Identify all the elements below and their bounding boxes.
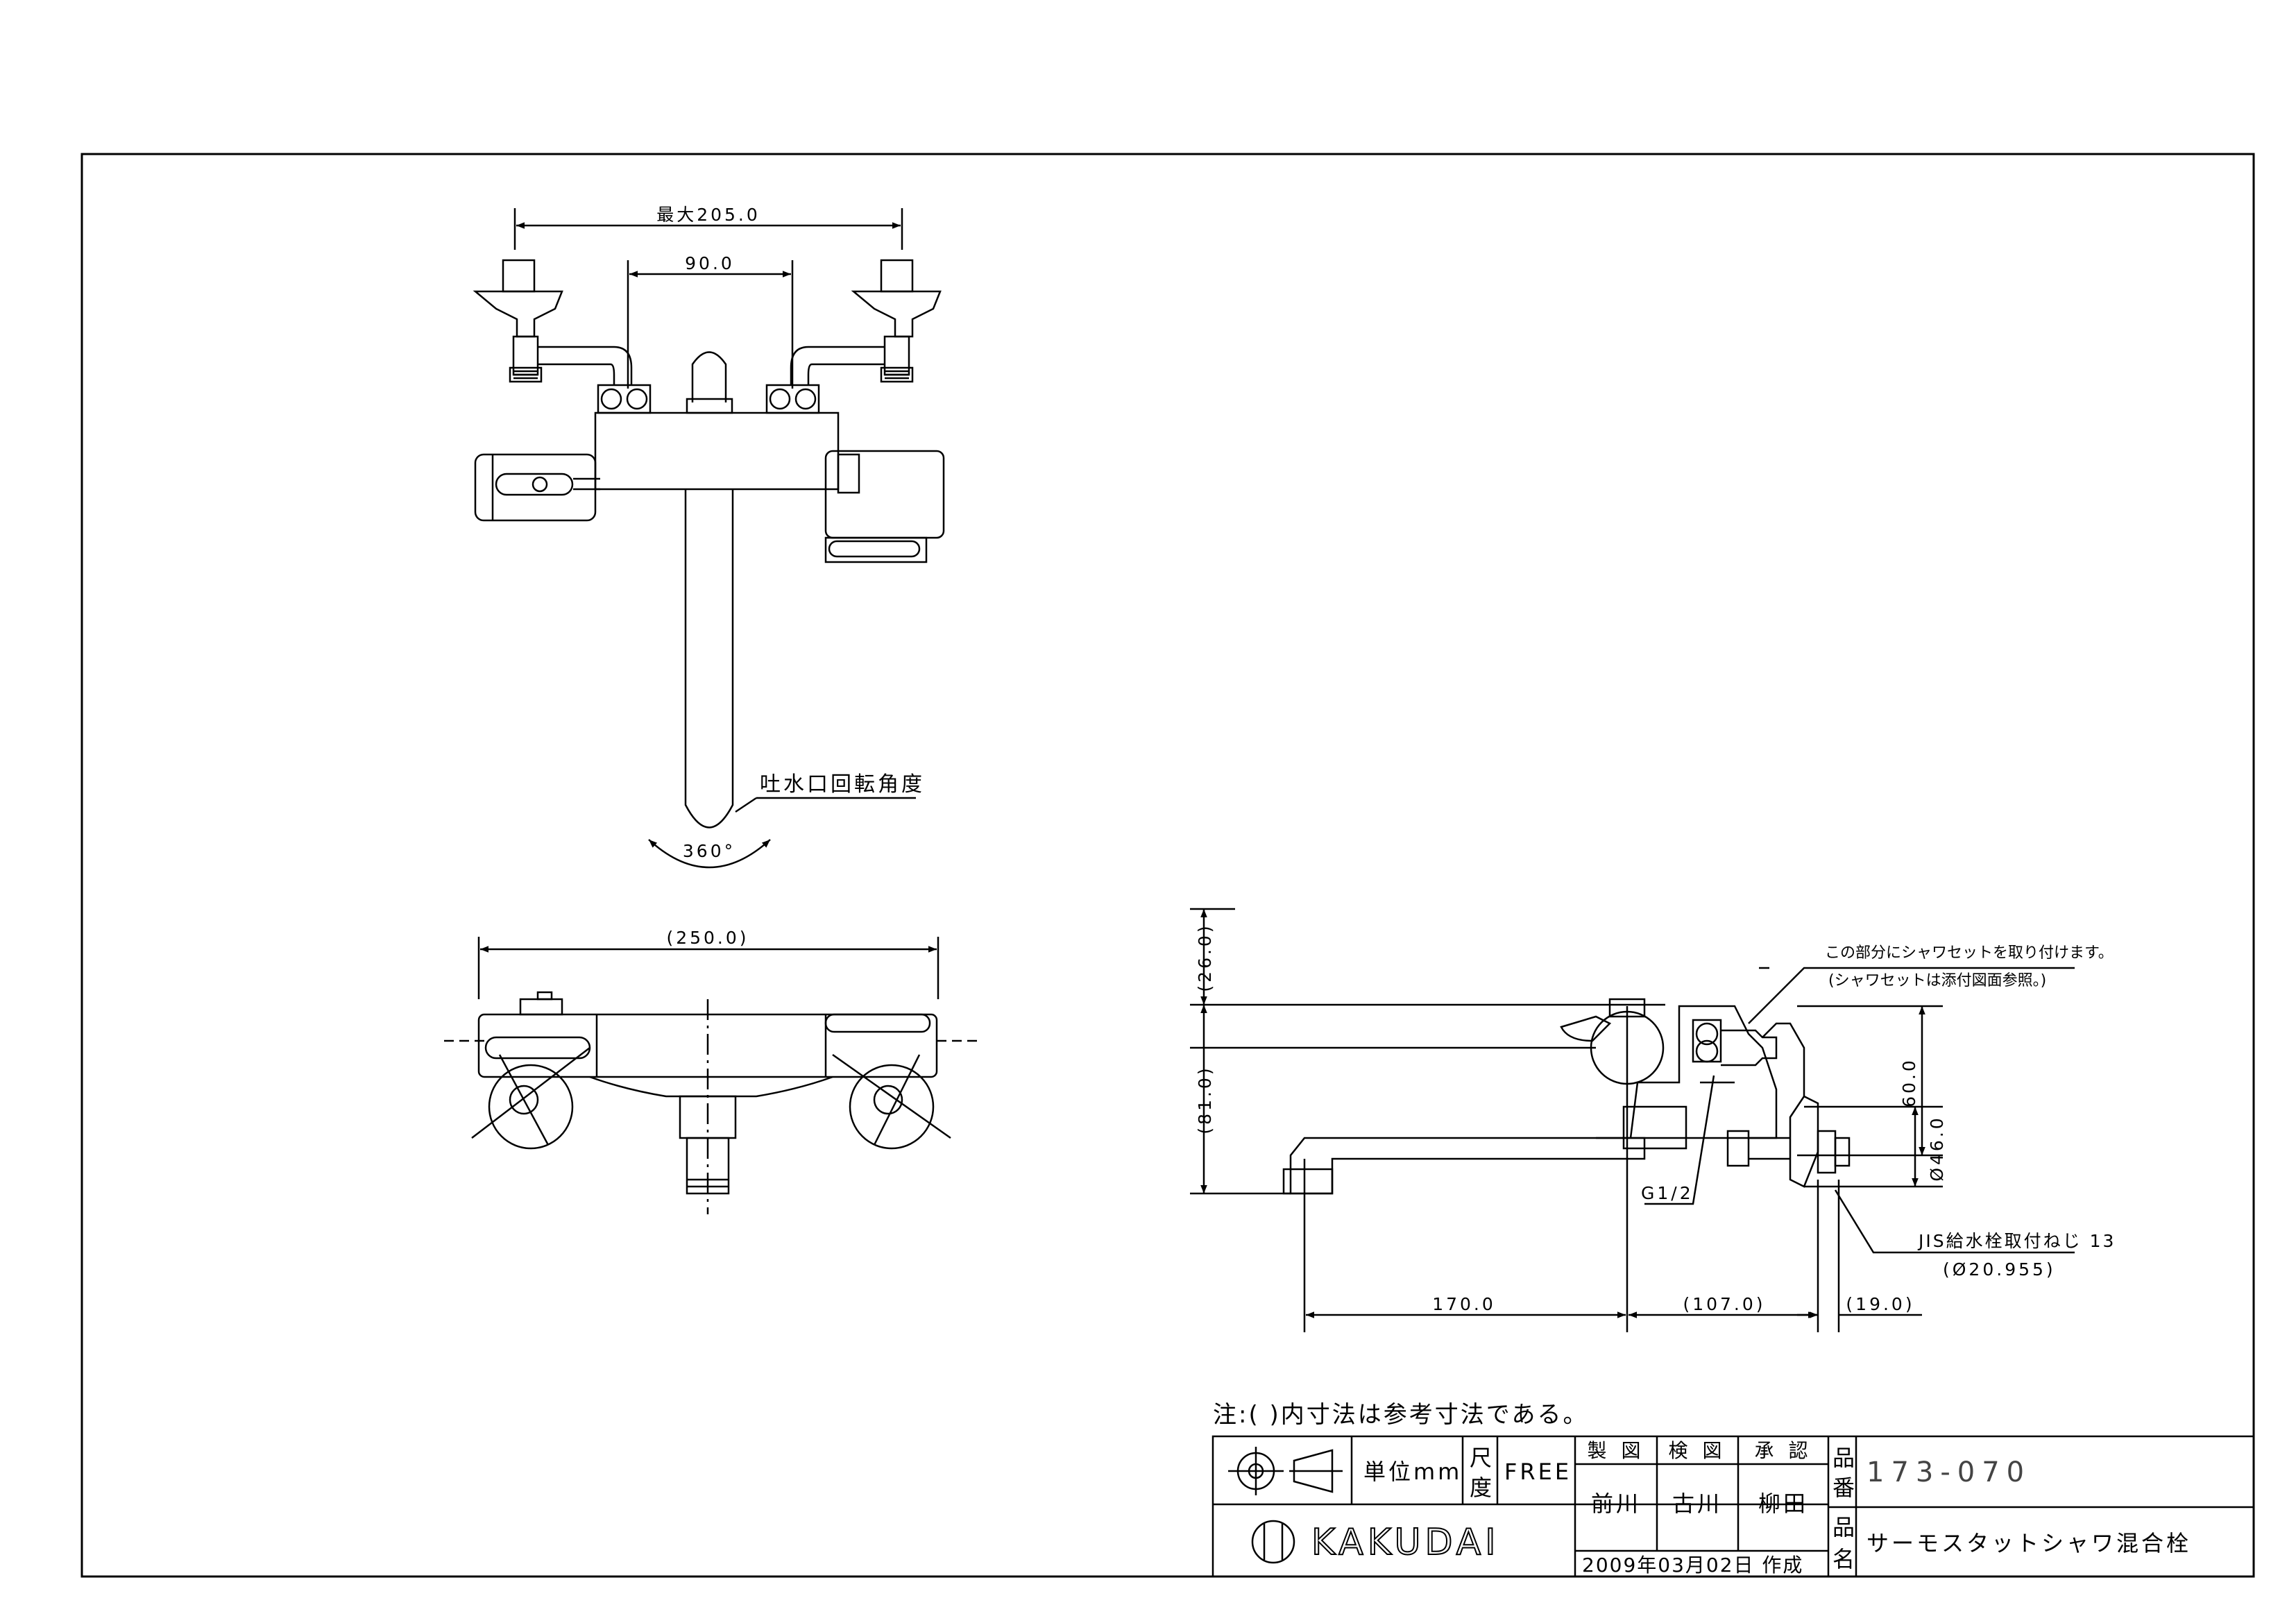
checked-by: 古川 [1672, 1490, 1722, 1517]
name-label-2: 名 [1832, 1546, 1857, 1572]
spout-rotation-label: 吐水口回転角度 [760, 772, 925, 797]
dim-170: 170.0 [1432, 1294, 1496, 1314]
dim-60: 60.0 [1899, 1057, 1919, 1107]
spout-angle: 360° [683, 841, 735, 861]
dim-center-90: 90.0 [685, 253, 735, 273]
drawing-date: 2009年03月02日 作成 [1582, 1554, 1803, 1577]
shower-note-2: (シャワセットは添付図面参照。) [1828, 972, 2046, 989]
side-view [1190, 908, 2075, 1332]
thread-label: G1/2 [1641, 1183, 1694, 1203]
title-block [1211, 1435, 2255, 1578]
dim-107: (107.0) [1683, 1294, 1765, 1314]
scale-value: FREE [1504, 1459, 1572, 1485]
unit-label: 単位mm [1363, 1459, 1462, 1485]
brand-logo-text: KAKUDAI [1311, 1522, 1500, 1563]
made-by: 前川 [1591, 1490, 1641, 1517]
name-label-1: 品 [1832, 1514, 1857, 1540]
checked-label: 検 図 [1669, 1439, 1726, 1462]
part-no-label-1: 品 [1832, 1445, 1857, 1471]
jis-label: JIS給水栓取付ねじ 13 [1917, 1231, 2116, 1251]
part-number: 173-070 [1866, 1456, 2031, 1488]
dim-height-81: (81.0) [1195, 1065, 1215, 1134]
front-view-text: (250.0) [666, 928, 749, 948]
drawing-border [80, 153, 2255, 1578]
front-view [444, 937, 978, 1214]
part-no-label-2: 番 [1832, 1475, 1857, 1501]
approved-label: 承 認 [1755, 1439, 1812, 1462]
top-view [473, 208, 945, 869]
dim-max-width: 最大205.0 [656, 205, 760, 225]
reference-note: 注:( )内寸法は参考寸法である。 [1213, 1401, 1588, 1429]
shower-note-1: この部分にシャワセットを取り付けます。 [1825, 944, 2114, 962]
scale-label-2: 度 [1470, 1475, 1495, 1501]
jis-sub: (Ø20.955) [1943, 1259, 2056, 1280]
approved-by: 柳田 [1758, 1490, 1808, 1517]
dim-total-width: (250.0) [666, 928, 749, 948]
part-name: サーモスタットシャワ混合栓 [1866, 1530, 2191, 1556]
top-view-text: 最大205.0 90.0 吐水口回転角度 360° [656, 205, 925, 861]
dim-top-26: (26.0) [1195, 923, 1215, 992]
made-label: 製 図 [1588, 1439, 1645, 1462]
side-view-text: (26.0) (81.0) 60.0 Ø46.0 G1/2 この部分にシャワセッ… [1195, 923, 2116, 1314]
dim-dia-46: Ø46.0 [1927, 1115, 1947, 1181]
scale-label-1: 尺 [1470, 1445, 1495, 1471]
dim-19: (19.0) [1846, 1294, 1914, 1314]
title-block-text: 単位mm 尺 度 FREE 製 図 検 図 承 認 前川 古川 柳田 2009年… [1311, 1439, 2191, 1577]
